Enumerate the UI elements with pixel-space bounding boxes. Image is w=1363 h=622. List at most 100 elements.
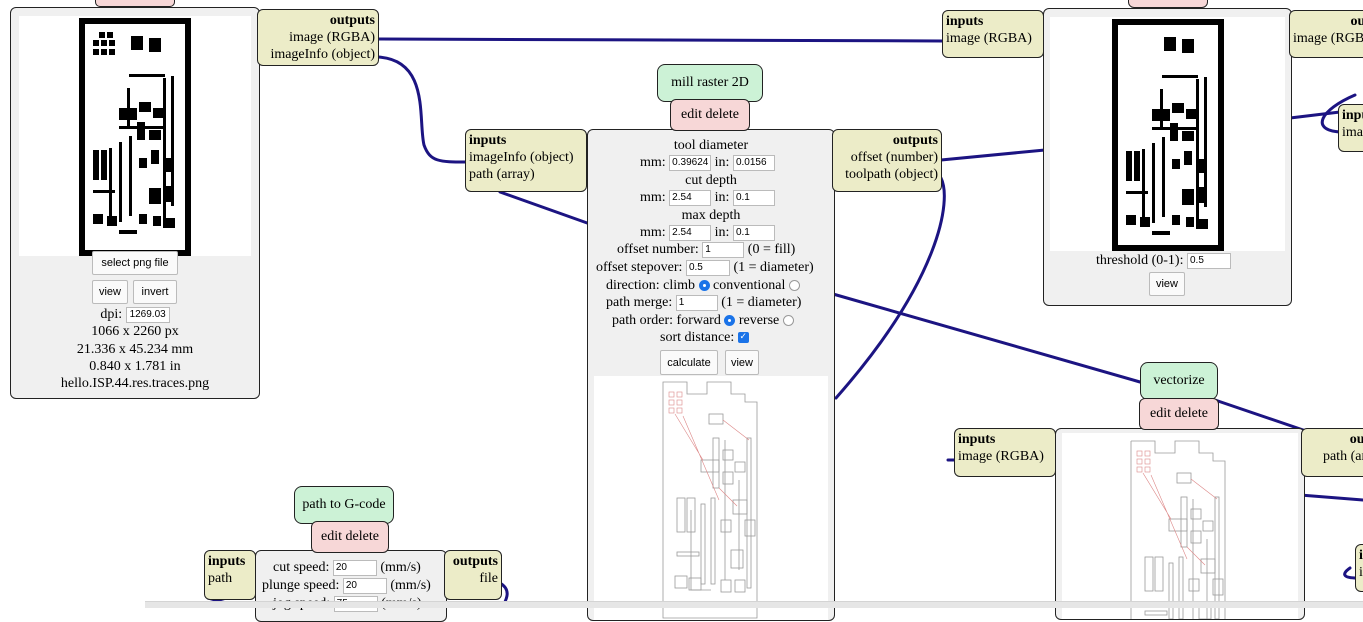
threshold-inputs-label: inputs <box>946 14 984 29</box>
wire-threshold-out <box>1288 110 1342 120</box>
vectorize-title[interactable]: vectorize <box>1140 362 1218 400</box>
vectorize-input-image[interactable]: image (RGBA) <box>958 449 1044 464</box>
mill-title[interactable]: mill raster 2D <box>657 64 763 102</box>
png-invert-button[interactable]: invert <box>133 280 177 304</box>
tool-diameter-mm-input[interactable]: 0.39624 <box>669 154 712 171</box>
vectorize-output-path[interactable]: path (arra <box>1322 449 1363 464</box>
png-reader-module: select png file view invert dpi: 1269.03… <box>10 7 260 399</box>
png-pcb-image <box>79 18 191 256</box>
gcode-outputs-panel[interactable]: outputs file <box>444 550 502 600</box>
max-depth-row: mm: 2.54 in: 0.1 <box>640 224 775 241</box>
tool-diameter-in-input[interactable]: 0.0156 <box>732 154 775 171</box>
calculate-button[interactable]: calculate <box>660 350 718 375</box>
vectorize-inputs-label: inputs <box>958 432 996 447</box>
threshold-inputs-panel[interactable]: inputs image (RGBA) <box>942 10 1044 58</box>
png-output-image[interactable]: image (RGBA) <box>289 30 375 45</box>
path-merge-input[interactable]: 1 <box>675 294 718 311</box>
mill-raster-module: tool diameter mm: 0.39624 in: 0.0156 cut… <box>587 129 835 621</box>
cut-depth-mm-input[interactable]: 2.54 <box>669 189 712 206</box>
threshold-input[interactable]: 0.5 <box>1186 252 1231 269</box>
png-title-stub <box>95 0 175 7</box>
threshold-row: threshold (0-1): 0.5 <box>1096 252 1231 269</box>
wire-offset-to-threshold <box>939 148 1047 162</box>
tool-diameter-row: mm: 0.39624 in: 0.0156 <box>640 154 775 171</box>
path-order-forward-radio[interactable] <box>724 315 736 327</box>
png-outputs-panel[interactable]: outputs image (RGBA) imageInfo (object) <box>257 9 379 66</box>
path-order-reverse-radio[interactable] <box>782 315 794 327</box>
cut-speed-row: cut speed: 20 (mm/s) <box>273 559 421 576</box>
direction-conventional-radio[interactable] <box>788 280 800 292</box>
png-size-mm: 21.336 x 45.234 mm <box>76 342 194 357</box>
sort-distance-checkbox[interactable]: ✓ <box>737 332 749 344</box>
gcode-input-path[interactable]: path <box>208 571 233 586</box>
offset-stepover-input[interactable]: 0.5 <box>685 259 730 276</box>
offset-number-row: offset number: 1 (0 = fill) <box>617 241 796 258</box>
toolpath-preview-drawing <box>662 381 758 619</box>
max-depth-mm-input[interactable]: 2.54 <box>669 224 712 241</box>
mill-outputs-panel[interactable]: outputs offset (number) toolpath (object… <box>832 129 942 192</box>
wire-imageinfo-to-mill <box>376 55 468 164</box>
png-outputs-label: outputs <box>329 13 375 28</box>
threshold-view-button[interactable]: view <box>1149 272 1185 296</box>
wire-toolpath-to-gcode <box>834 176 946 400</box>
gcode-title[interactable]: path to G-code <box>294 486 394 524</box>
plunge-speed-input[interactable]: 20 <box>342 577 387 594</box>
right-bottom-module-inputs-panel[interactable]: in in <box>1355 544 1363 592</box>
gcode-edit-delete[interactable]: edit delete <box>311 521 389 553</box>
png-view-button[interactable]: view <box>92 280 128 304</box>
offset-stepover-row: offset stepover: 0.5 (1 = diameter) <box>596 259 814 276</box>
right-module-inputs-panel[interactable]: inpu ima <box>1338 104 1363 152</box>
gcode-output-file[interactable]: file <box>479 571 498 586</box>
png-dpi-input[interactable]: 1269.03 <box>125 306 170 323</box>
sort-distance-row: sort distance: ✓ <box>660 330 749 345</box>
offset-number-input[interactable]: 1 <box>702 241 745 258</box>
select-png-file-button[interactable]: select png file <box>92 251 178 275</box>
cut-depth-in-input[interactable]: 0.1 <box>732 189 775 206</box>
png-size-in: 0.840 x 1.781 in <box>89 359 181 374</box>
mill-input-path[interactable]: path (array) <box>469 167 535 182</box>
cut-depth-label: cut depth <box>685 173 737 188</box>
cut-depth-row: mm: 2.54 in: 0.1 <box>640 189 775 206</box>
threshold-edit-stub[interactable] <box>1128 0 1208 8</box>
vectorize-edit-delete[interactable]: edit delete <box>1139 398 1219 430</box>
threshold-module: threshold (0-1): 0.5 view <box>1043 8 1292 306</box>
png-dpi-row: dpi: 1269.03 <box>11 306 259 323</box>
tool-diameter-label: tool diameter <box>673 138 749 153</box>
vectorize-inputs-panel[interactable]: inputs image (RGBA) <box>954 428 1056 477</box>
wire-threshold-loop <box>1320 93 1357 134</box>
threshold-input-image[interactable]: image (RGBA) <box>946 31 1032 46</box>
mill-inputs-panel[interactable]: inputs imageInfo (object) path (array) <box>465 129 587 192</box>
gcode-outputs-label: outputs <box>452 554 498 569</box>
mill-edit-delete[interactable]: edit delete <box>670 99 750 131</box>
gcode-module: cut speed: 20 (mm/s) plunge speed: 20 (m… <box>255 550 447 622</box>
threshold-output-image[interactable]: image (RGBA) <box>1293 31 1363 46</box>
png-filename: hello.ISP.44.res.traces.png <box>60 376 210 391</box>
png-size-px: 1066 x 2260 px <box>91 324 179 339</box>
mill-view-button[interactable]: view <box>725 350 759 375</box>
direction-row: direction: climb conventional <box>606 277 800 294</box>
png-dpi-label: dpi: <box>100 307 123 322</box>
plunge-speed-row: plunge speed: 20 (mm/s) <box>262 577 431 594</box>
mill-outputs-label: outputs <box>892 133 938 148</box>
wire-imageinfo-to-mill-path <box>498 190 592 226</box>
cut-speed-input[interactable]: 20 <box>332 559 377 576</box>
mill-input-imageinfo[interactable]: imageInfo (object) <box>469 150 574 165</box>
wire-image-to-threshold <box>376 37 945 43</box>
max-depth-in-input[interactable]: 0.1 <box>732 224 775 241</box>
vectorize-outputs-panel[interactable]: outp path (arra <box>1301 428 1363 477</box>
mill-output-offset[interactable]: offset (number) <box>850 150 938 165</box>
png-output-imageinfo[interactable]: imageInfo (object) <box>270 47 375 62</box>
vectorize-module <box>1055 428 1305 620</box>
mill-output-toolpath[interactable]: toolpath (object) <box>845 167 938 182</box>
gcode-inputs-panel[interactable]: inputs path <box>204 550 256 600</box>
wire-toolpath-to-vectorize <box>831 292 1142 384</box>
threshold-outputs-label: out <box>1350 14 1363 29</box>
wire-vectorize-right <box>1298 493 1363 502</box>
path-merge-row: path merge: 1 (1 = diameter) <box>606 294 802 311</box>
mill-inputs-label: inputs <box>469 133 507 148</box>
horizontal-scrollbar[interactable] <box>145 601 1363 608</box>
vectorize-preview <box>1062 433 1298 619</box>
wire-right-partial <box>1343 566 1359 580</box>
threshold-outputs-panel[interactable]: out image (RGBA) <box>1289 10 1363 58</box>
direction-climb-radio[interactable] <box>698 280 710 292</box>
